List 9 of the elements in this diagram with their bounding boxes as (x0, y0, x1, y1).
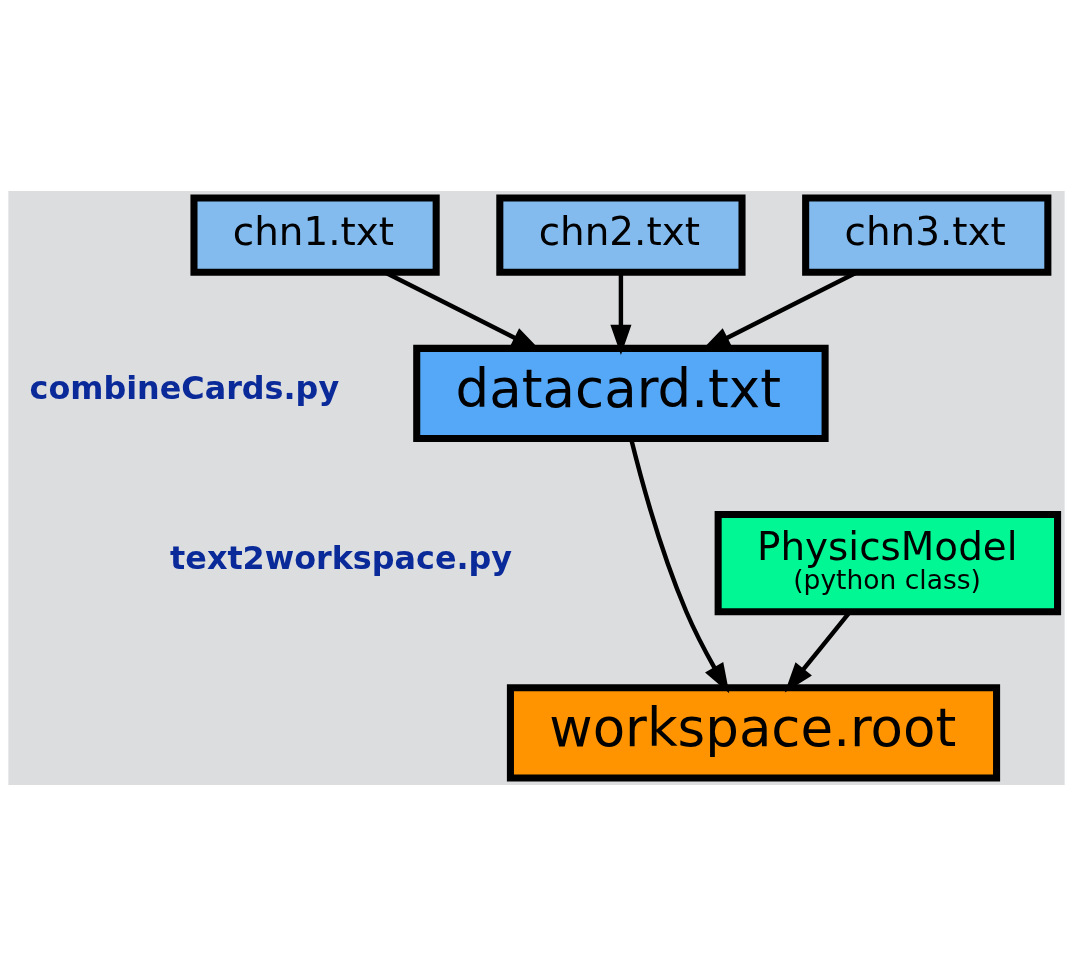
label: combineCards.py (29, 369, 340, 408)
node-box: chn2.txt (496, 194, 746, 276)
node-box: chn3.txt (802, 194, 1052, 276)
node-box: datacard.txt (413, 344, 829, 443)
node-box: workspace.root (506, 684, 1001, 782)
node-box: chn1.txt (190, 194, 440, 276)
node-box: PhysicsModel (python class) (714, 511, 1062, 616)
arrow (610, 272, 632, 355)
label: text2workspace.py (170, 539, 513, 578)
